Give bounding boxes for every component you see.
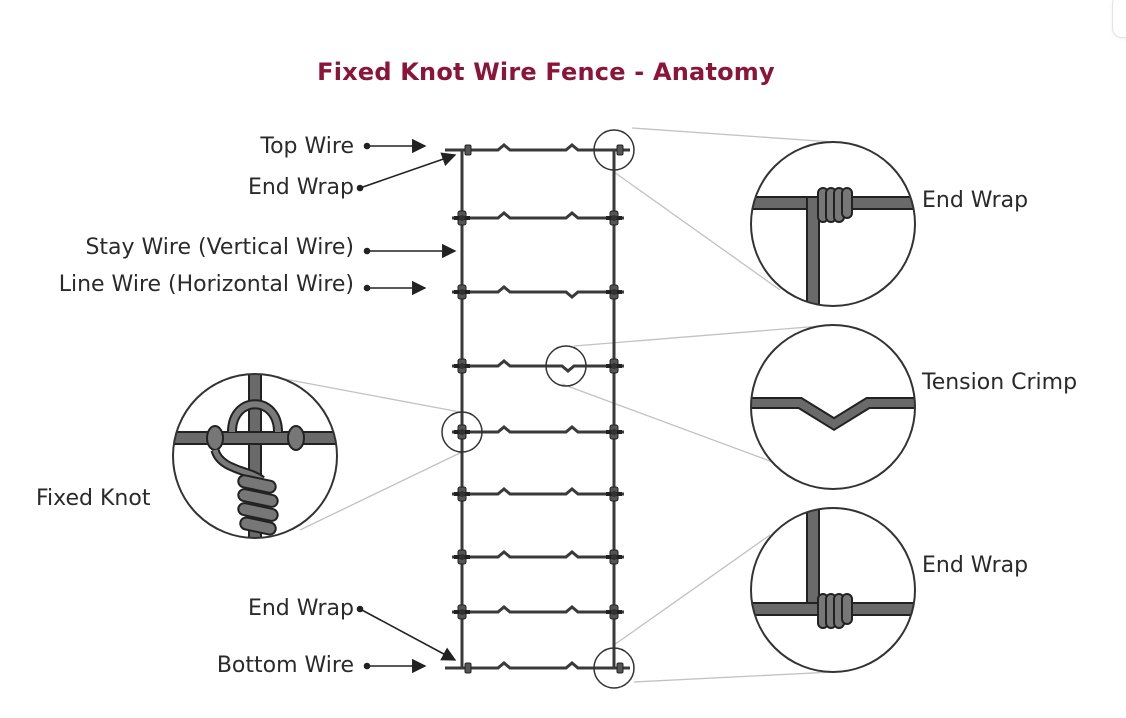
callout-label-tension-crimp: Tension Crimp (922, 370, 1078, 395)
label-end-wrap-bottom: End Wrap (247, 596, 354, 621)
diagram-title: Fixed Knot Wire Fence - Anatomy (317, 58, 775, 86)
zoom-end-wrap-top (750, 141, 916, 307)
label-stay-wire: Stay Wire (Vertical Wire) (85, 235, 354, 260)
zoom-tension-crimp (750, 324, 916, 490)
highlight-circles (441, 129, 635, 689)
zoom-end-wrap-bottom (750, 507, 916, 673)
zoom-leader-lines (262, 127, 834, 683)
end-wraps (464, 144, 624, 674)
window-corner (1112, 0, 1126, 38)
zoom-fixed-knot (172, 373, 338, 539)
callout-label-end-wrap-top: End Wrap (922, 188, 1029, 213)
label-end-wrap-top: End Wrap (247, 175, 354, 200)
line-wires (445, 143, 630, 670)
label-fixed-knot: Fixed Knot (36, 486, 151, 511)
label-top-wire: Top Wire (260, 134, 354, 159)
label-bottom-wire: Bottom Wire (216, 653, 354, 678)
label-line-wire: Line Wire (Horizontal Wire) (58, 272, 354, 297)
stay-wires (460, 150, 616, 668)
label-arrows (356, 138, 457, 674)
callout-label-end-wrap-bottom: End Wrap (922, 553, 1029, 578)
